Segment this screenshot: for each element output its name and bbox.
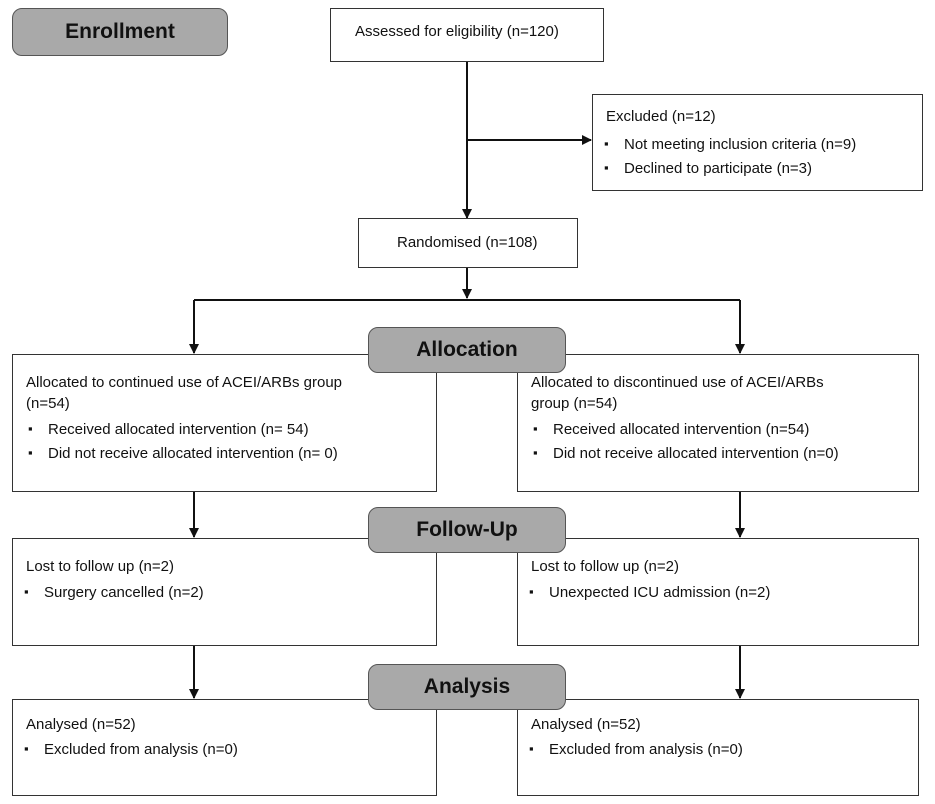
analysis-left-item: Excluded from analysis (n=0) bbox=[24, 742, 238, 757]
randomised-text: Randomised (n=108) bbox=[397, 234, 538, 251]
followup-left-title: Lost to follow up (n=2) bbox=[26, 558, 175, 575]
assessed-box: Assessed for eligibility (n=120) bbox=[330, 8, 604, 62]
stage-allocation: Allocation bbox=[368, 327, 566, 373]
allocation-left-box: Allocated to continued use of ACEI/ARBs … bbox=[12, 354, 437, 492]
allocation-right-item: Received allocated intervention (n=54) bbox=[533, 422, 809, 437]
followup-right-title: Lost to follow up (n=2) bbox=[531, 558, 680, 575]
analysis-left-box: Analysed (n=52) Excluded from analysis (… bbox=[12, 699, 437, 796]
allocation-right-box: Allocated to discontinued use of ACEI/AR… bbox=[517, 354, 919, 492]
assessed-text: Assessed for eligibility (n=120) bbox=[355, 23, 559, 40]
allocation-left-item: Did not receive allocated intervention (… bbox=[28, 446, 338, 461]
stage-enrollment: Enrollment bbox=[12, 8, 228, 56]
followup-right-box: Lost to follow up (n=2) Unexpected ICU a… bbox=[517, 538, 919, 646]
analysis-right-title: Analysed (n=52) bbox=[531, 716, 641, 733]
analysis-right-item: Excluded from analysis (n=0) bbox=[529, 742, 743, 757]
excluded-box: Excluded (n=12) Not meeting inclusion cr… bbox=[592, 94, 923, 191]
followup-right-item: Unexpected ICU admission (n=2) bbox=[529, 585, 770, 600]
allocation-right-title: Allocated to discontinued use of ACEI/AR… bbox=[531, 374, 824, 391]
randomised-box: Randomised (n=108) bbox=[358, 218, 578, 268]
followup-left-box: Lost to follow up (n=2) Surgery cancelle… bbox=[12, 538, 437, 646]
excluded-item: Declined to participate (n=3) bbox=[604, 161, 812, 176]
excluded-item: Not meeting inclusion criteria (n=9) bbox=[604, 137, 856, 152]
analysis-right-box: Analysed (n=52) Excluded from analysis (… bbox=[517, 699, 919, 796]
stage-follow-up: Follow-Up bbox=[368, 507, 566, 553]
followup-left-item: Surgery cancelled (n=2) bbox=[24, 585, 204, 600]
allocation-left-title-count: (n=54) bbox=[26, 395, 70, 412]
allocation-left-item: Received allocated intervention (n= 54) bbox=[28, 422, 309, 437]
analysis-left-title: Analysed (n=52) bbox=[26, 716, 136, 733]
excluded-title: Excluded (n=12) bbox=[606, 108, 716, 125]
allocation-right-title-count: group (n=54) bbox=[531, 395, 618, 412]
stage-analysis: Analysis bbox=[368, 664, 566, 710]
allocation-left-title: Allocated to continued use of ACEI/ARBs … bbox=[26, 374, 343, 391]
allocation-right-item: Did not receive allocated intervention (… bbox=[533, 446, 839, 461]
